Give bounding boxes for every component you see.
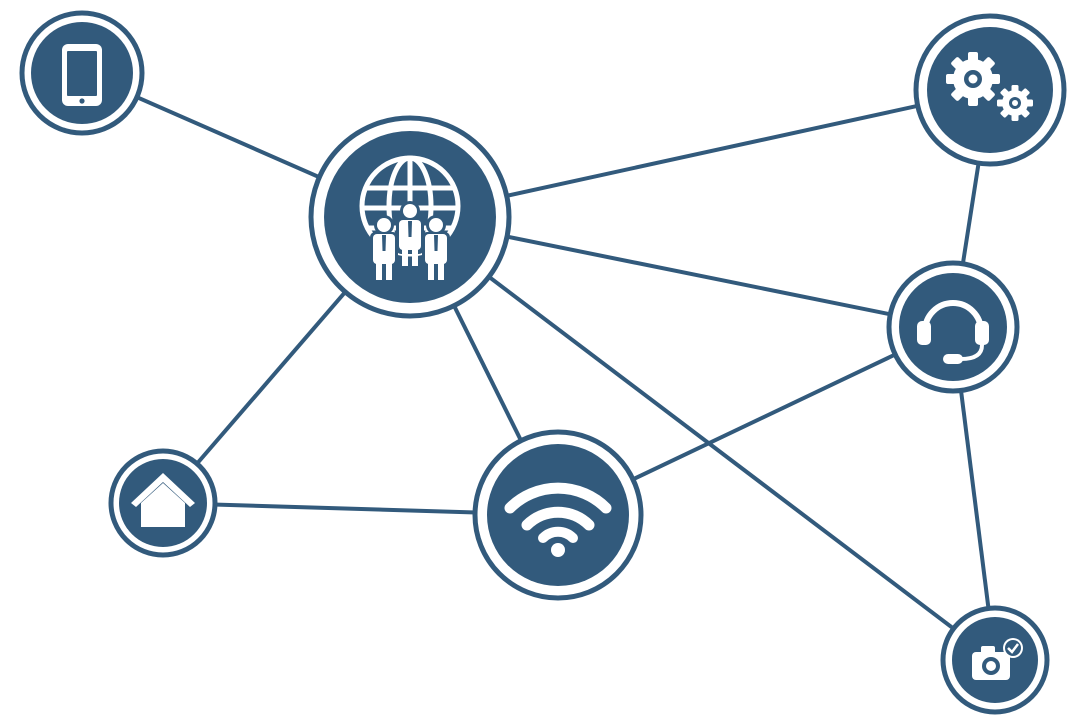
person-icon	[396, 201, 424, 266]
headset-icon	[917, 300, 989, 364]
node-wifi	[472, 429, 644, 601]
node-settings	[913, 13, 1067, 167]
home-icon	[131, 473, 195, 527]
node-home	[108, 448, 218, 558]
camera-check-icon	[972, 638, 1023, 680]
person-icon	[422, 215, 450, 280]
wifi-icon	[504, 482, 612, 557]
node-camera	[940, 605, 1050, 715]
tablet-icon	[62, 44, 102, 106]
person-icon	[370, 215, 398, 280]
node-tablet	[19, 10, 145, 136]
gears-icon	[946, 52, 1033, 121]
edge-global-team-camera	[408, 215, 997, 662]
node-support	[886, 260, 1020, 394]
node-global-team	[308, 115, 512, 319]
node-layer	[19, 10, 1067, 715]
globe-people-icon	[359, 155, 461, 280]
